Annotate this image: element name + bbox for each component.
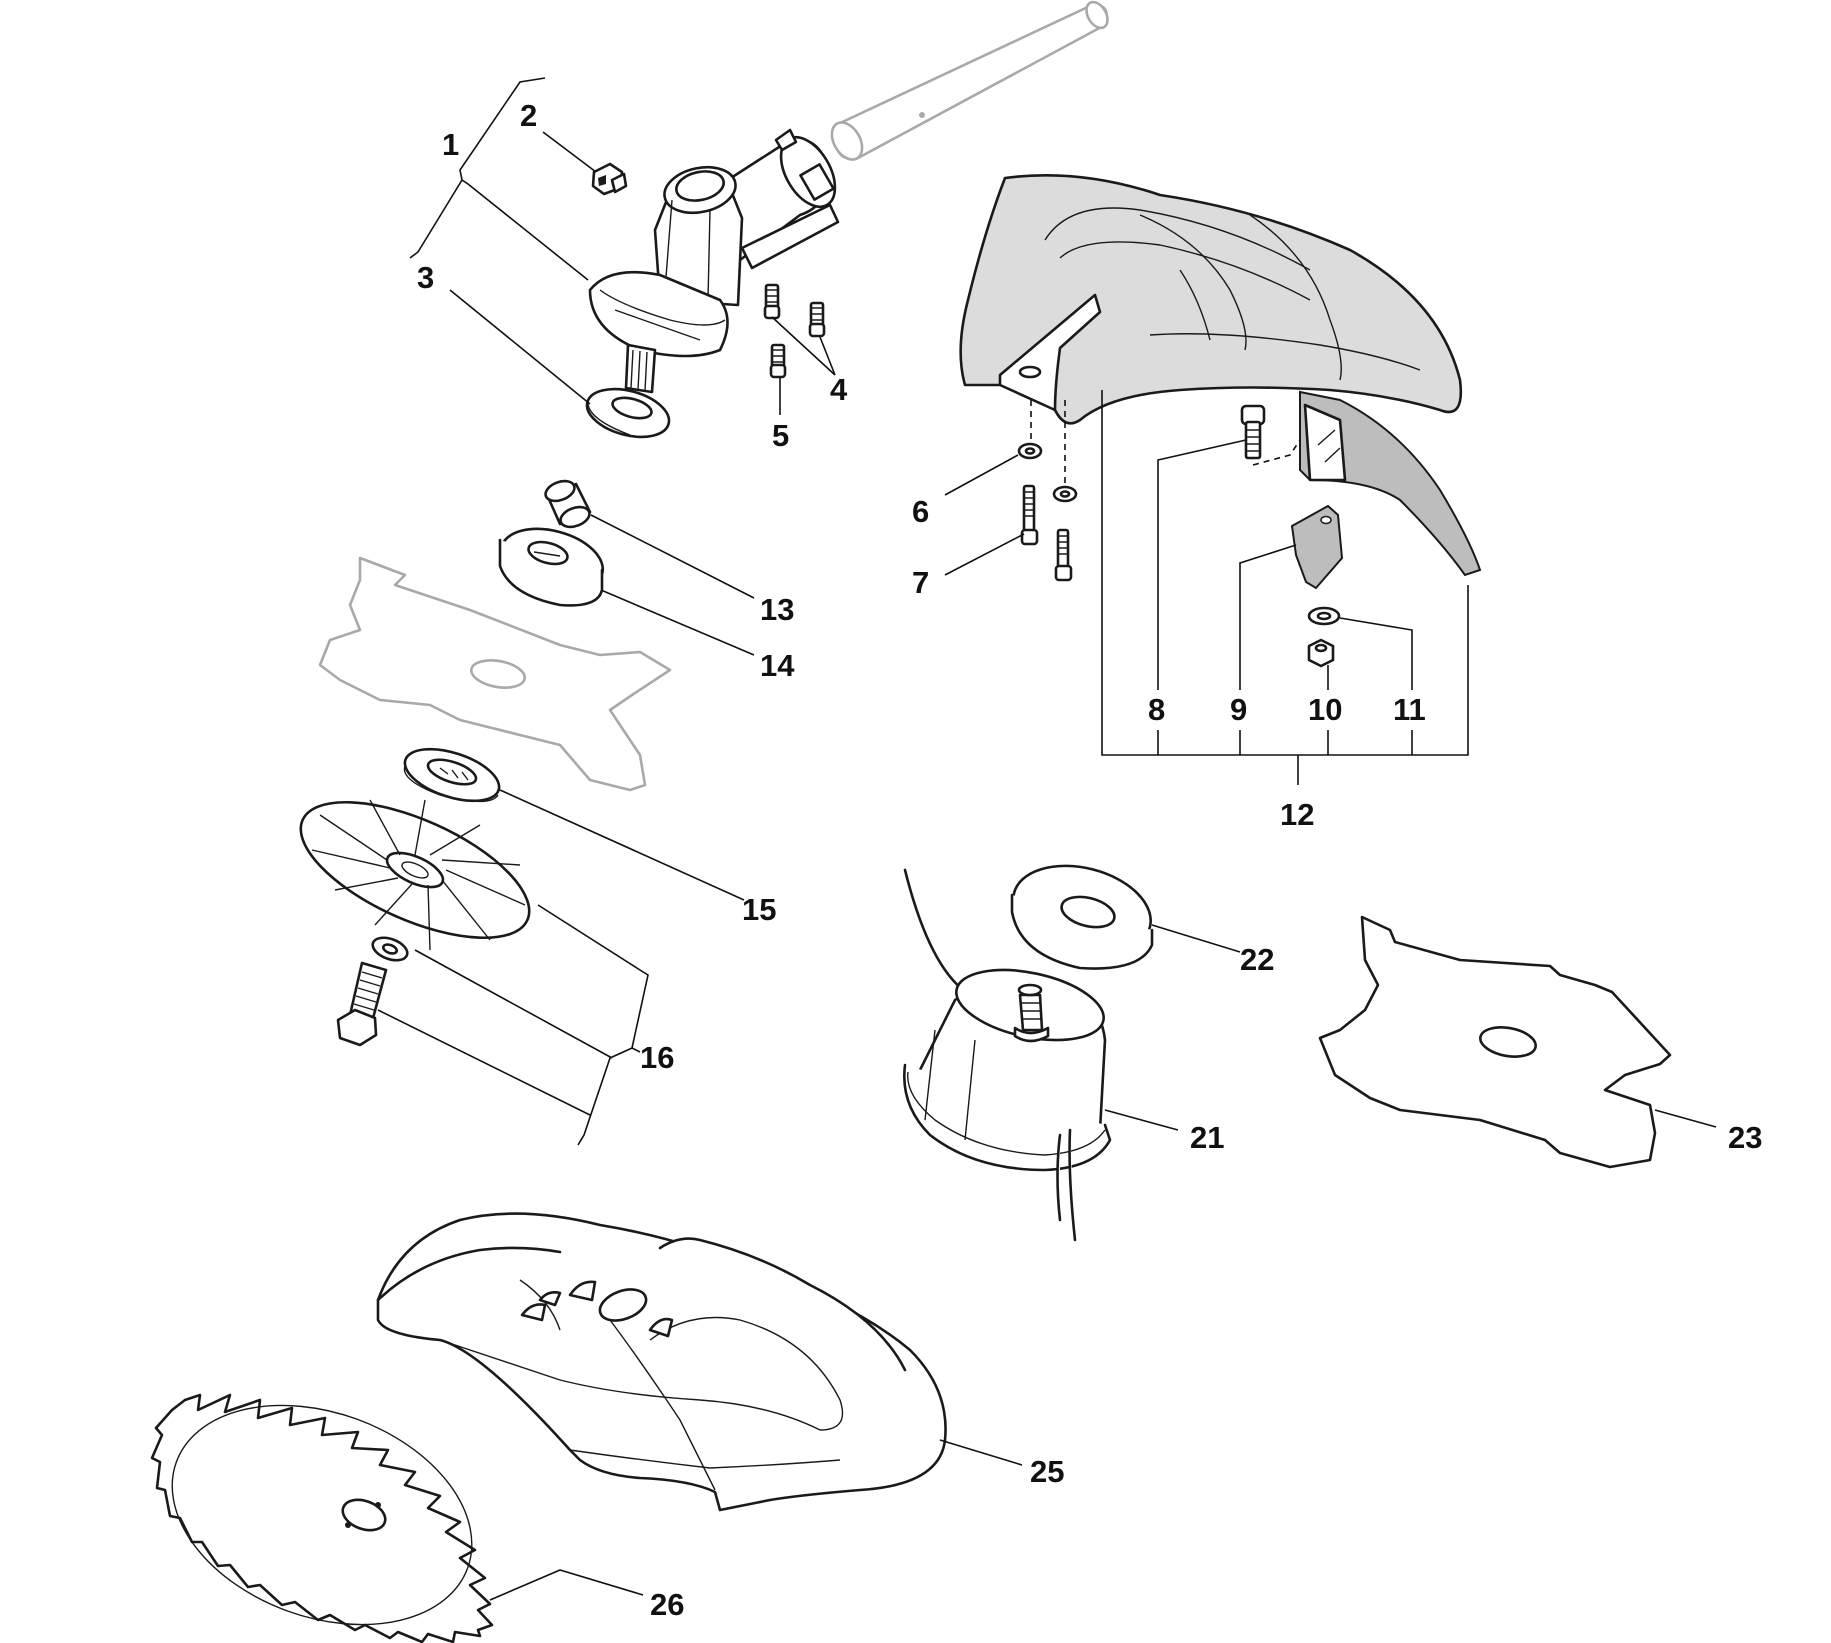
callout-3: 3	[417, 260, 434, 295]
callout-4: 4	[830, 372, 848, 407]
drive-shaft-tube	[830, 0, 1109, 161]
callout-26: 26	[650, 1587, 684, 1622]
callout-12: 12	[1280, 797, 1314, 832]
callout-8: 8	[1148, 692, 1165, 727]
callout-7: 7	[912, 565, 929, 600]
guard-hardware[interactable]	[1017, 404, 1344, 668]
callout-16: 16	[640, 1040, 674, 1075]
blade-4-tooth[interactable]	[1318, 915, 1672, 1169]
callout-5: 5	[772, 418, 789, 453]
bearing-ring[interactable]	[582, 381, 675, 445]
spool-cap[interactable]	[1004, 852, 1160, 970]
callout-21: 21	[1190, 1120, 1224, 1155]
screws-4-5[interactable]	[763, 283, 826, 379]
grease-nipple[interactable]	[591, 162, 628, 196]
callout-22: 22	[1240, 942, 1274, 977]
callout-23: 23	[1728, 1120, 1762, 1155]
screw-a	[763, 283, 781, 320]
gearbox-assembly[interactable]	[588, 128, 846, 394]
screw-b	[808, 301, 826, 338]
guard-assembly[interactable]	[959, 174, 1482, 577]
callout-1: 1	[442, 127, 459, 162]
cover-cap[interactable]	[399, 739, 506, 811]
callout-15: 15	[742, 892, 776, 927]
thrust-washer[interactable]	[494, 519, 609, 607]
callout-2: 2	[520, 98, 537, 133]
callout-14: 14	[760, 648, 795, 683]
callout-labels: 1 2 3 4 5 6 7 8 9 10 11 12 13 14 15 16 2…	[417, 98, 1762, 1622]
callout-13: 13	[760, 592, 794, 627]
blade-guard[interactable]	[376, 1212, 947, 1512]
callout-6: 6	[912, 494, 929, 529]
slider-cup[interactable]	[282, 774, 547, 965]
circular-saw-blade[interactable]	[141, 1366, 502, 1643]
bolt-and-washer[interactable]	[336, 933, 410, 1047]
callout-25: 25	[1030, 1454, 1064, 1489]
leader-lines	[377, 77, 1717, 1601]
screw-c	[769, 343, 787, 379]
blade-4-tooth-background	[318, 556, 672, 792]
bushing[interactable]	[543, 477, 592, 530]
callout-9: 9	[1230, 692, 1247, 727]
callout-10: 10	[1308, 692, 1342, 727]
callout-11: 11	[1393, 692, 1426, 727]
trimmer-head[interactable]	[903, 868, 1112, 1242]
